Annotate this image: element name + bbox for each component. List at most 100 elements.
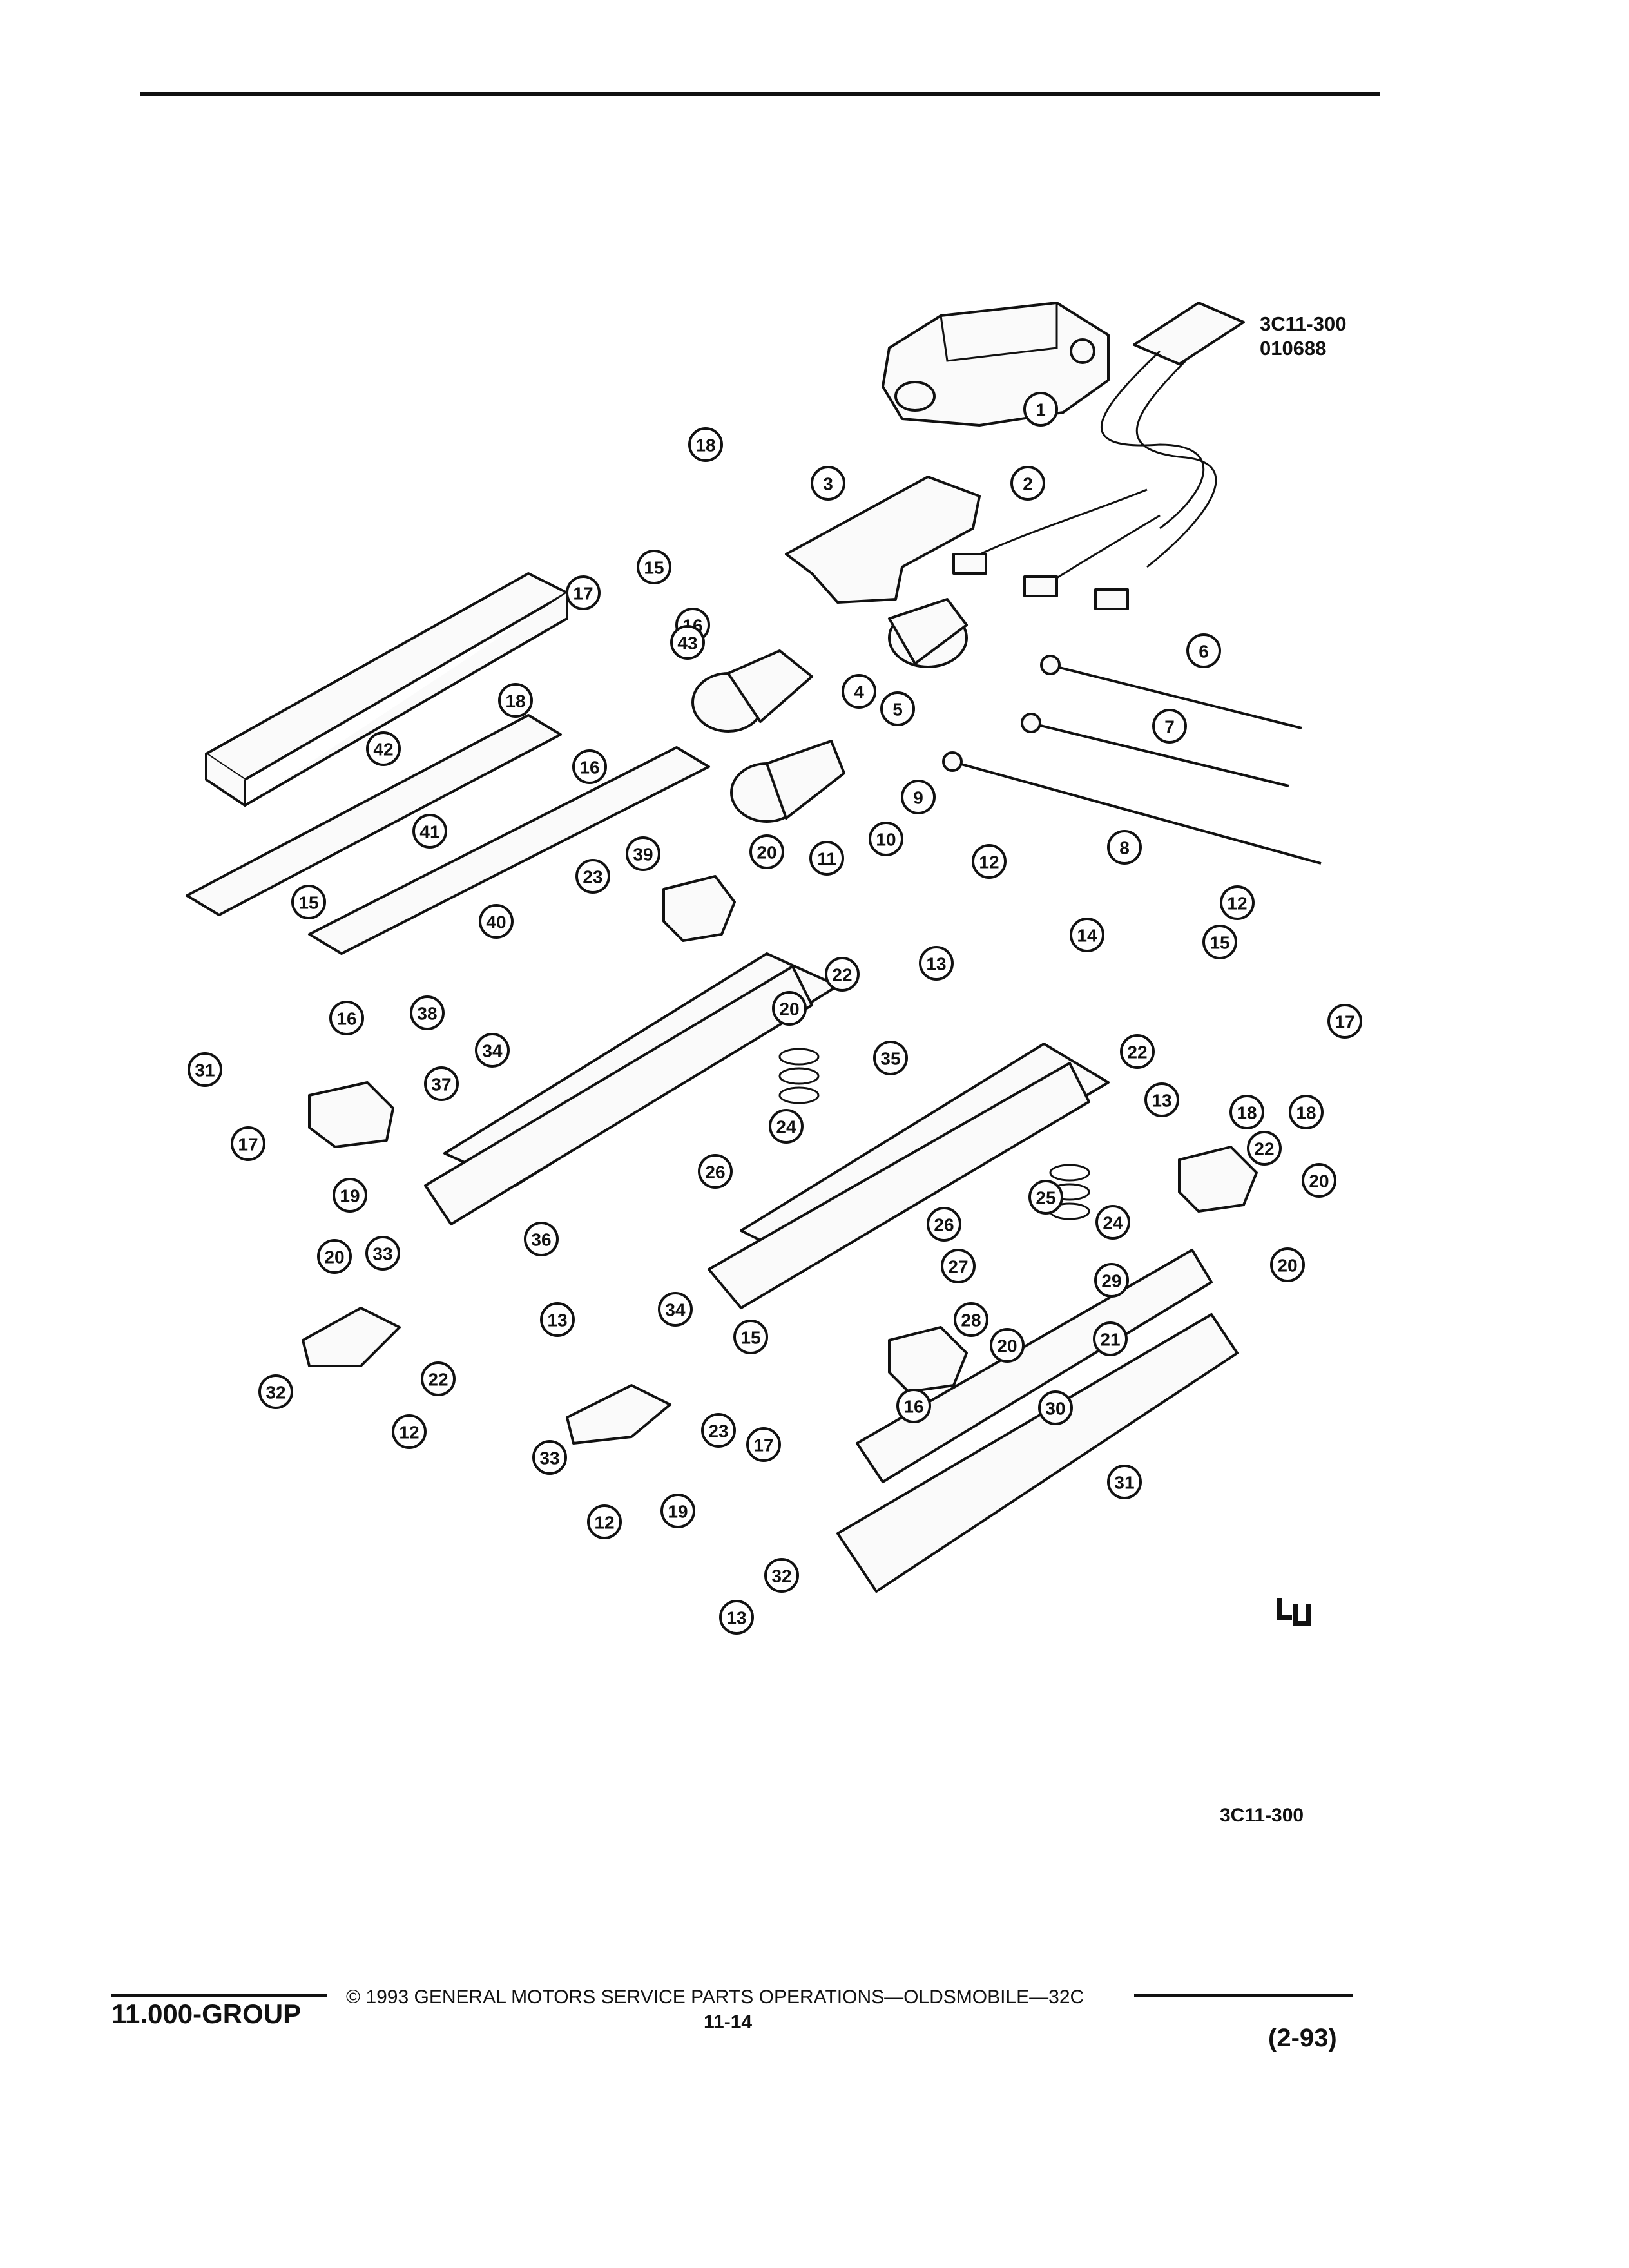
part-bracket [785, 476, 981, 604]
callout-circle [954, 1302, 988, 1337]
part-wiring-harness [952, 302, 1245, 610]
callout-36: 36 [524, 1222, 559, 1256]
callout-2: 2 [1010, 466, 1045, 501]
callout-number: 19 [340, 1186, 360, 1206]
callout-circle [626, 836, 660, 871]
callout-22: 22 [1120, 1034, 1155, 1069]
callout-30: 30 [1038, 1390, 1073, 1425]
callout-16: 16 [329, 1001, 364, 1035]
callout-42: 42 [366, 731, 401, 766]
part-motor-housing [882, 302, 1110, 427]
callout-20: 20 [1302, 1163, 1336, 1198]
callout-17: 17 [231, 1126, 265, 1161]
callout-circle [1302, 1163, 1336, 1198]
callout-number: 20 [997, 1336, 1017, 1356]
callout-circle [1070, 918, 1104, 952]
callout-number: 12 [979, 852, 999, 872]
callout-circle [1229, 1095, 1264, 1129]
callout-number: 37 [431, 1075, 451, 1095]
callout-circle [329, 1001, 364, 1035]
callout-number: 34 [482, 1041, 503, 1061]
callout-circle [410, 995, 445, 1030]
callout-number: 7 [1164, 717, 1175, 737]
callout-circle [972, 844, 1007, 879]
callout-circle [392, 1414, 427, 1449]
callout-circle [1093, 1321, 1128, 1356]
callout-18: 18 [688, 427, 723, 462]
callout-31: 31 [1107, 1465, 1142, 1499]
callout-22: 22 [421, 1361, 456, 1396]
top-rule [140, 92, 1380, 96]
callout-circle [1186, 633, 1221, 668]
callout-number: 16 [579, 758, 599, 778]
callout-circle [746, 1427, 781, 1462]
callout-number: 20 [1309, 1171, 1329, 1191]
callout-5: 5 [880, 691, 915, 726]
callout-number: 26 [705, 1162, 725, 1182]
callout-number: 18 [695, 436, 715, 456]
callout-12: 12 [587, 1504, 622, 1539]
callout-circle [1220, 885, 1255, 920]
callout-number: 13 [547, 1311, 567, 1331]
part-covers [836, 1249, 1239, 1593]
callout-12: 12 [972, 844, 1007, 879]
callout-number: 33 [539, 1448, 559, 1468]
callout-number: 13 [1152, 1091, 1171, 1111]
callout-23: 23 [575, 859, 610, 894]
callout-12: 12 [392, 1414, 427, 1449]
callout-32: 32 [258, 1374, 293, 1409]
callout-number: 19 [668, 1502, 688, 1522]
callout-number: 17 [238, 1135, 258, 1155]
callout-10: 10 [869, 822, 903, 856]
callout-number: 11 [817, 849, 836, 869]
callout-13: 13 [919, 946, 954, 981]
callout-circle [566, 575, 601, 610]
callout-number: 1 [1036, 400, 1046, 420]
figure-label: 3C11-300 [1220, 1805, 1304, 1826]
part-lower-rail-left [424, 952, 839, 1225]
callout-circle [811, 466, 845, 501]
callout-circle [701, 1413, 736, 1448]
callout-number: 31 [195, 1061, 215, 1081]
callout-number: 41 [419, 822, 439, 842]
callout-13: 13 [540, 1302, 575, 1337]
callout-circle [1247, 1131, 1282, 1166]
callout-20: 20 [1270, 1247, 1305, 1282]
callout-number: 27 [948, 1257, 968, 1277]
callout-circle [524, 1222, 559, 1256]
callout-18: 18 [498, 683, 533, 718]
callout-20: 20 [990, 1328, 1025, 1363]
callout-13: 13 [719, 1600, 754, 1635]
callout-12: 12 [1220, 885, 1255, 920]
callout-34: 34 [475, 1033, 510, 1068]
callout-16: 16 [572, 749, 607, 784]
callout-circle [317, 1239, 352, 1274]
footer-group: 11.000-GROUP [111, 1999, 302, 2029]
callout-number: 32 [771, 1566, 791, 1586]
callout-17: 17 [1327, 1004, 1362, 1039]
callout-20: 20 [317, 1239, 352, 1274]
callout-24: 24 [769, 1109, 804, 1144]
callout-6: 6 [1186, 633, 1221, 668]
callout-15: 15 [1202, 925, 1237, 959]
callout-number: 18 [1237, 1103, 1257, 1123]
callout-circle [475, 1033, 510, 1068]
callout-17: 17 [746, 1427, 781, 1462]
callout-number: 22 [1254, 1139, 1274, 1159]
footer-revision: (2-93) [1268, 2024, 1337, 2052]
callout-number: 28 [961, 1311, 981, 1331]
callout-circle [1023, 392, 1058, 427]
part-lower-rail-right [708, 1043, 1110, 1309]
callout-29: 29 [1094, 1263, 1129, 1298]
callout-number: 26 [934, 1215, 954, 1235]
callout-number: 32 [265, 1383, 285, 1403]
callout-circle [366, 731, 401, 766]
callout-number: 8 [1119, 838, 1130, 858]
callout-number: 23 [583, 867, 602, 887]
callout-24: 24 [1095, 1205, 1130, 1240]
callout-19: 19 [660, 1494, 695, 1528]
callout-circle [572, 749, 607, 784]
callout-circle [749, 834, 784, 869]
gm-logo-icon [1277, 1598, 1311, 1626]
callout-circle [258, 1374, 293, 1409]
